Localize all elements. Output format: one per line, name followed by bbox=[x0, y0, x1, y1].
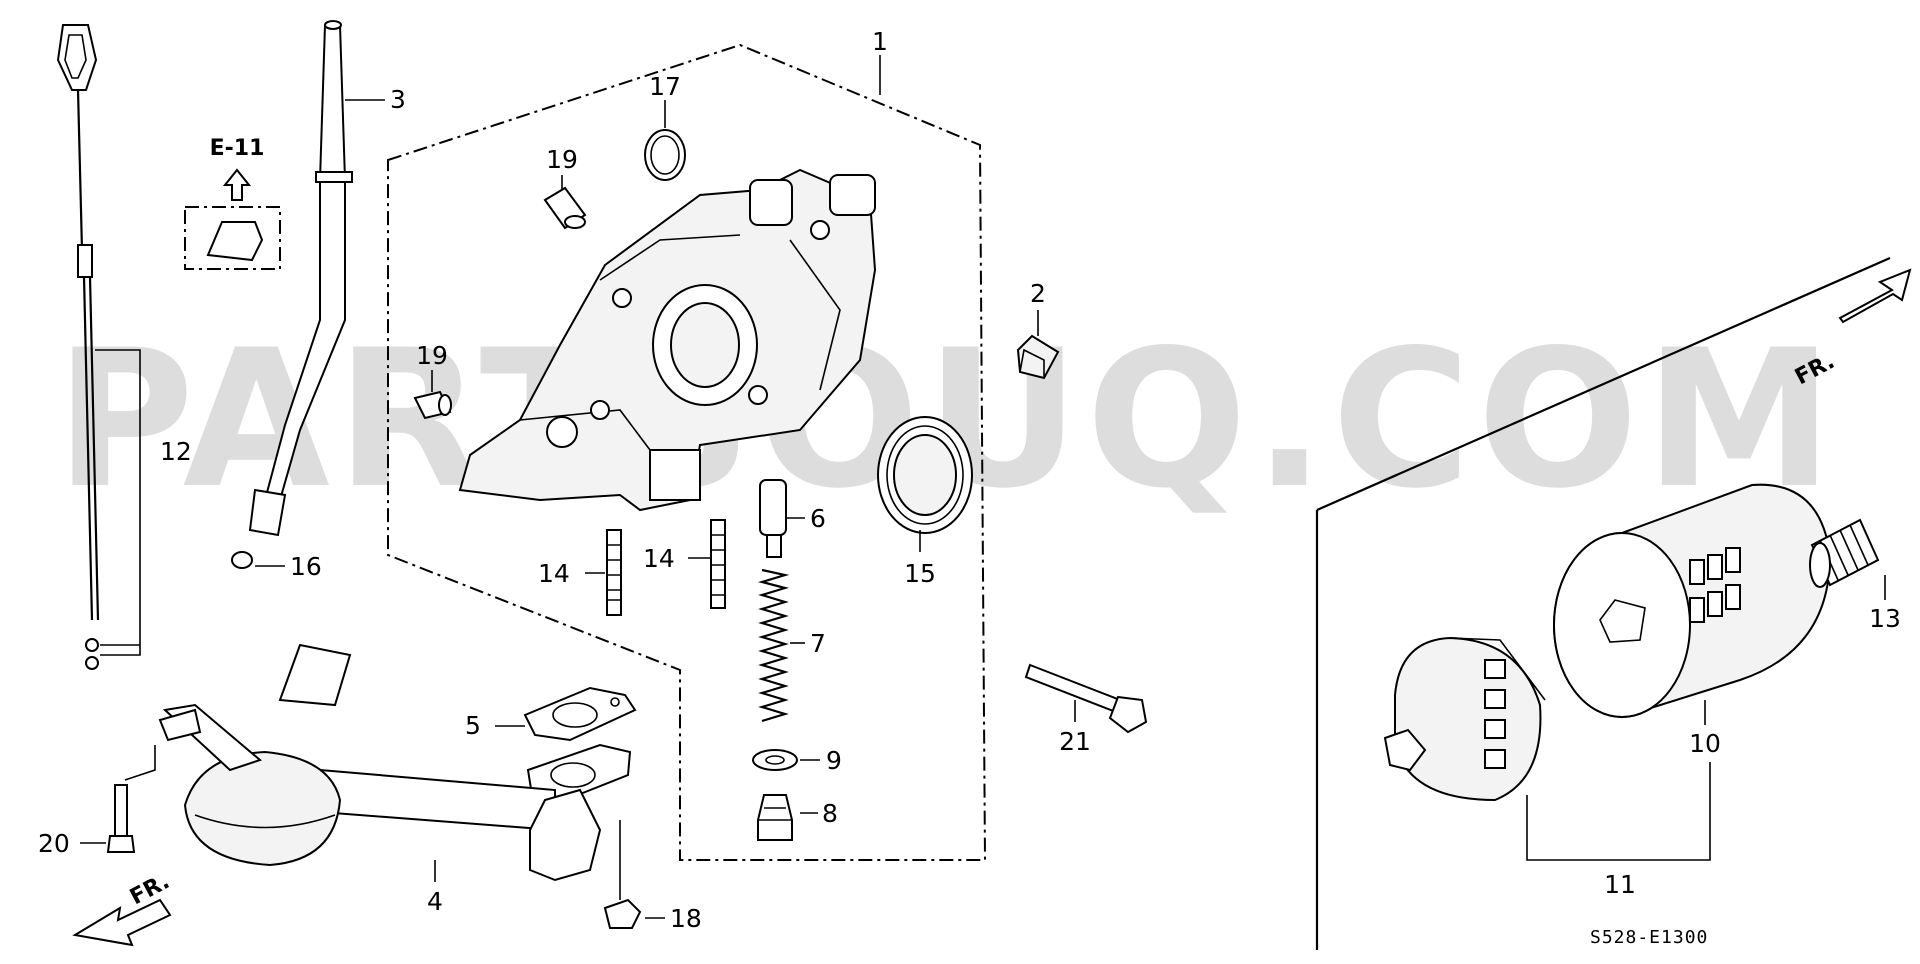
callout-1: 1 bbox=[872, 27, 888, 56]
dowel-pin-19-lower[interactable] bbox=[413, 390, 452, 420]
oil-filter-10[interactable] bbox=[1553, 483, 1832, 719]
clip-icon bbox=[206, 221, 264, 262]
callout-9: 9 bbox=[826, 746, 842, 775]
oil-pump-assembly-outline bbox=[387, 43, 987, 861]
callout-19-lower: 19 bbox=[416, 341, 448, 370]
callout-10: 10 bbox=[1689, 729, 1721, 758]
front-arrow-left-icon bbox=[72, 898, 172, 947]
stud-14-left[interactable] bbox=[606, 529, 622, 616]
filter-divider-top bbox=[1316, 256, 1891, 512]
callout-18: 18 bbox=[670, 904, 702, 933]
leader-12 bbox=[95, 349, 141, 656]
washer-9[interactable] bbox=[752, 749, 798, 771]
callout-20: 20 bbox=[38, 829, 70, 858]
callout-19-upper: 19 bbox=[546, 145, 578, 174]
callout-7: 7 bbox=[810, 629, 826, 658]
callout-11: 11 bbox=[1604, 870, 1636, 899]
callout-8: 8 bbox=[822, 799, 838, 828]
callout-4: 4 bbox=[427, 887, 443, 916]
callout-17: 17 bbox=[649, 72, 681, 101]
bolt-20[interactable] bbox=[106, 784, 136, 853]
o-ring-16[interactable] bbox=[231, 551, 254, 569]
dipstick-tube[interactable] bbox=[248, 20, 353, 537]
callout-2: 2 bbox=[1030, 279, 1046, 308]
gasket-5[interactable] bbox=[523, 686, 637, 742]
callout-6: 6 bbox=[810, 504, 826, 533]
flange-bolt-21[interactable] bbox=[1024, 663, 1148, 734]
cap-2[interactable] bbox=[1016, 334, 1060, 380]
callout-5: 5 bbox=[465, 711, 481, 740]
diagram-code: S528-E1300 bbox=[1590, 927, 1708, 948]
callout-3: 3 bbox=[390, 85, 406, 114]
relief-spring-7[interactable] bbox=[757, 568, 790, 723]
dowel-pin-19-upper[interactable] bbox=[543, 186, 587, 230]
callout-14-left: 14 bbox=[538, 559, 570, 588]
front-arrow-right-icon bbox=[1838, 268, 1912, 324]
reference-clip-box bbox=[184, 206, 281, 270]
relief-valve-piston-6[interactable] bbox=[759, 479, 787, 558]
callout-21: 21 bbox=[1059, 727, 1091, 756]
stud-14-right[interactable] bbox=[710, 519, 726, 609]
oil-strainer[interactable] bbox=[158, 643, 602, 882]
arrow-up-icon bbox=[222, 168, 252, 201]
leader-11 bbox=[1526, 762, 1711, 861]
reference-label: E-11 bbox=[210, 136, 265, 161]
callout-15: 15 bbox=[904, 559, 936, 588]
relief-plug-8[interactable] bbox=[757, 794, 793, 841]
nut-18[interactable] bbox=[603, 898, 642, 929]
oil-pump-housing[interactable] bbox=[458, 168, 877, 512]
filter-nipple-13[interactable] bbox=[1809, 518, 1880, 588]
leader-20-bracket bbox=[124, 745, 156, 781]
oil-filter-base[interactable] bbox=[1383, 636, 1546, 802]
dipstick[interactable] bbox=[56, 24, 100, 670]
callout-14-right: 14 bbox=[643, 544, 675, 573]
callout-16: 16 bbox=[290, 552, 322, 581]
callout-13: 13 bbox=[1869, 604, 1901, 633]
callout-12: 12 bbox=[160, 437, 192, 466]
oil-seal-15[interactable] bbox=[877, 416, 973, 534]
